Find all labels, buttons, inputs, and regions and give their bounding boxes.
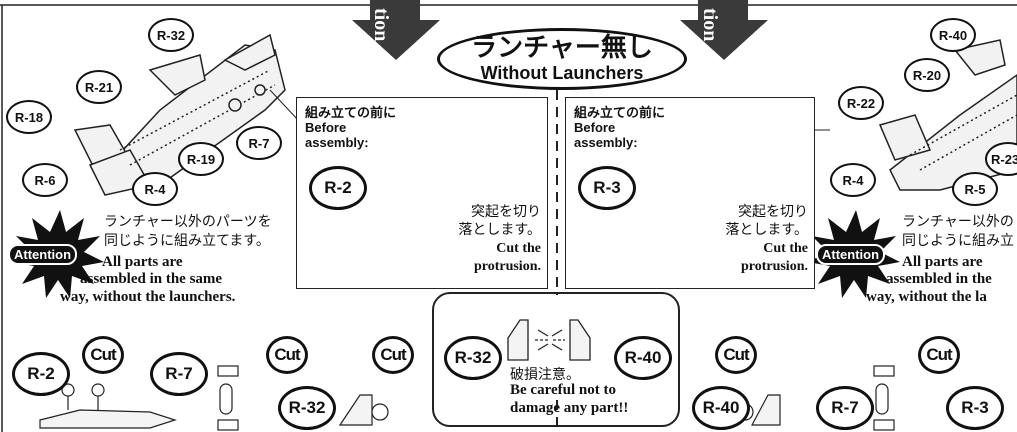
bottom-sprue-right [873, 365, 895, 431]
part-label-r4-right: R-4 [830, 163, 876, 197]
attention-left-en1: All parts are [102, 254, 183, 270]
caution-part-left: R-32 [444, 336, 502, 380]
attention-right-en2: assembled in the [886, 271, 992, 287]
cut-label-right-1: Cut [715, 336, 757, 374]
box-right-note-jp2: 落とします。 [725, 222, 808, 238]
left-model-drawing [73, 33, 286, 196]
title-oval: ランチャー無し Without Launchers [437, 28, 687, 90]
cut-label-left-3: Cut [372, 336, 414, 374]
caution-part-right: R-40 [614, 336, 672, 380]
bottom-sprue-left [217, 365, 239, 431]
part-label-r22: R-22 [838, 86, 884, 120]
box-right-note-jp1: 突起を切り [738, 204, 808, 220]
part-label-r6: R-6 [22, 163, 68, 197]
cutoff-caption-left: tion [370, 8, 392, 42]
part-label-r32-left: R-32 [148, 18, 194, 52]
box-left-heading-en2: assembly: [305, 135, 369, 150]
part-label-r21: R-21 [76, 70, 122, 104]
box-left-note-jp1: 突起を切り [471, 204, 541, 220]
before-assembly-box-left: 組み立ての前に Before assembly: R-2 突起を切り 落とします… [296, 97, 548, 289]
part-label-r18: R-18 [6, 100, 52, 134]
part-label-r40-top: R-40 [930, 18, 976, 52]
attention-right-jp2: 同じように組み立 [902, 233, 1014, 249]
attention-left-en3: way, without the launchers. [60, 289, 236, 305]
box-left-heading-jp: 組み立ての前に [305, 105, 397, 120]
box-left-heading-en1: Before [305, 120, 347, 135]
bottom-part-r40: R-40 [692, 386, 750, 430]
box-right-heading-en1: Before [574, 120, 616, 135]
box-left-part-label: R-2 [309, 166, 367, 210]
part-label-r4-left: R-4 [132, 172, 178, 206]
attention-badge-left: Attention [8, 244, 78, 265]
attention-right-en3: way, without the la [866, 289, 987, 305]
caution-en1: Be careful not to [510, 382, 616, 398]
caution-jp: 破損注意。 [510, 367, 580, 383]
box-left-note-en1: Cut the [496, 241, 541, 256]
cut-label-left-1: Cut [82, 336, 124, 374]
part-label-r19: R-19 [178, 142, 224, 176]
caution-box: R-32 R-40 破損注意。 Be careful not to damage… [432, 292, 680, 427]
box-right-heading-jp: 組み立ての前に [574, 105, 666, 120]
cut-label-right-2: Cut [918, 336, 960, 374]
attention-left-jp1: ランチャー以外のパーツを [104, 214, 272, 230]
title-japanese: ランチャー無し [471, 33, 653, 63]
down-arrow-left-icon [352, 0, 440, 60]
cutoff-caption-right: tion [699, 8, 721, 42]
box-right-note-en1: Cut the [763, 241, 808, 256]
part-label-r7-top: R-7 [236, 126, 282, 160]
part-label-r5: R-5 [952, 172, 998, 206]
attention-right-jp1: ランチャー以外の [902, 214, 1014, 230]
caution-en2: damage any part!! [510, 400, 629, 416]
bottom-part-r7-right: R-7 [816, 386, 874, 430]
part-label-r23: R-23 [985, 142, 1017, 176]
bottom-part-r7-left: R-7 [150, 352, 208, 396]
box-right-part-label: R-3 [578, 166, 636, 210]
bottom-left-hull-fragment [39, 383, 177, 429]
leader-line-left [269, 89, 299, 121]
box-left-note-en2: protrusion. [473, 259, 541, 274]
attention-left-jp2: 同じように組み立てます。 [104, 233, 270, 249]
box-left-note-jp2: 落とします。 [458, 222, 541, 238]
attention-badge-right: Attention [816, 244, 886, 265]
box-right-heading-en2: assembly: [574, 135, 638, 150]
box-right-note-en2: protrusion. [740, 259, 808, 274]
down-arrow-right-icon [680, 0, 768, 60]
cut-label-left-2: Cut [266, 336, 308, 374]
caution-fins-drawing [507, 319, 591, 361]
bottom-part-r3: R-3 [946, 386, 1004, 430]
attention-right-en1: All parts are [902, 254, 983, 270]
bottom-fin-left [338, 394, 389, 426]
bottom-part-r2: R-2 [12, 352, 70, 396]
attention-left-en2: assembled in the same [80, 271, 223, 287]
bottom-part-r32: R-32 [278, 386, 336, 430]
before-assembly-box-right: 組み立ての前に Before assembly: R-3 突起を切り 落とします… [565, 97, 815, 289]
title-english: Without Launchers [480, 63, 644, 83]
part-label-r20: R-20 [904, 58, 950, 92]
